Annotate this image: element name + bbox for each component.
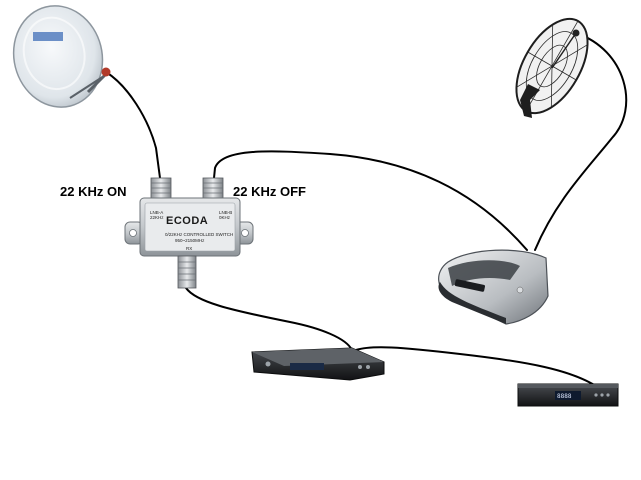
receiver-silver: [438, 249, 549, 325]
cable-dish-a-to-switch: [105, 71, 161, 179]
cables: [105, 32, 628, 387]
receiver-main: [251, 347, 385, 381]
switch-port-b-tone: 0KHz: [219, 215, 231, 220]
receiver-display-text: 8888: [557, 393, 572, 400]
receiver-display-icon: [290, 363, 324, 370]
cable-switch-to-main-receiver: [185, 287, 353, 351]
switch-brand: ECODA: [166, 215, 208, 227]
dish-logo-icon: [33, 32, 63, 41]
switch-description-line1: 0/22KHz CONTROLLED SWITCH: [165, 232, 233, 237]
label-22khz-on: 22 KHz ON: [60, 184, 126, 199]
switch-output: [177, 255, 197, 289]
satellite-dish-solid: [12, 5, 111, 108]
switch-output-label: RX: [186, 246, 192, 251]
switch-port-b-label: LNB-B: [219, 210, 232, 215]
receiver-secondary: 8888: [517, 383, 619, 407]
receiver-display-icon: [454, 279, 486, 292]
tone-switch: ECODA LNB-A 22KHz LNB-B 0KHz 0/22KHz CON…: [124, 177, 254, 289]
cable-mesh-dish-to-receiver: [534, 32, 628, 251]
switch-port-a-label: LNB-A: [150, 210, 163, 215]
label-22khz-off: 22 KHz OFF: [233, 184, 306, 199]
switch-input-b: [202, 177, 224, 201]
satellite-dish-mesh: [515, 17, 589, 118]
lnb-icon: [572, 29, 580, 37]
switch-description-line2: 950~2150MHz: [175, 238, 205, 243]
cable-main-receiver-to-second-receiver: [355, 346, 597, 387]
switch-port-a-tone: 22KHz: [150, 215, 164, 220]
switch-input-a: [150, 177, 172, 201]
cable-switch-to-mesh-dish: [213, 150, 528, 251]
lnb-icon: [101, 67, 111, 77]
receiver-display-icon: [555, 391, 581, 400]
